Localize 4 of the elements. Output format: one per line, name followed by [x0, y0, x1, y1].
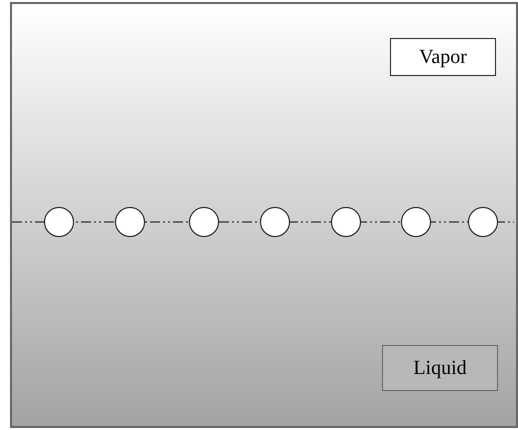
phase-label: Liquid: [413, 356, 467, 380]
label-box: [390, 38, 496, 76]
label-box: [382, 345, 498, 391]
phase-label: Vapor: [419, 46, 467, 68]
